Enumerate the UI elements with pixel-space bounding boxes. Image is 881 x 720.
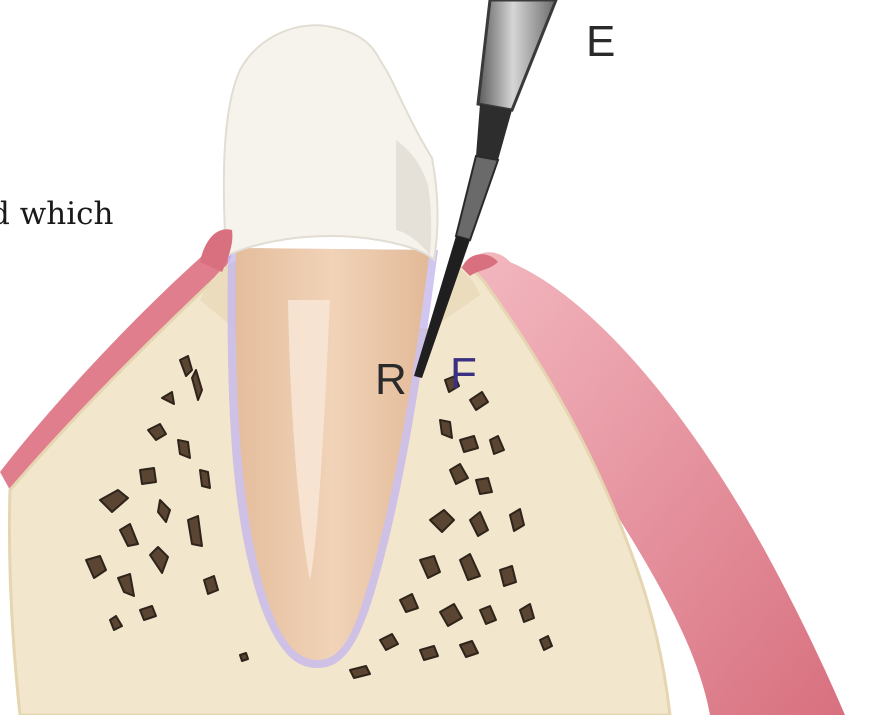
label-e: E <box>586 20 615 64</box>
probe-shank <box>456 156 498 240</box>
label-f: F <box>450 352 477 396</box>
probe-neck <box>476 104 512 160</box>
label-r: R <box>375 358 407 402</box>
probe-handle <box>478 0 556 110</box>
caption-fragment: d which <box>0 196 113 232</box>
